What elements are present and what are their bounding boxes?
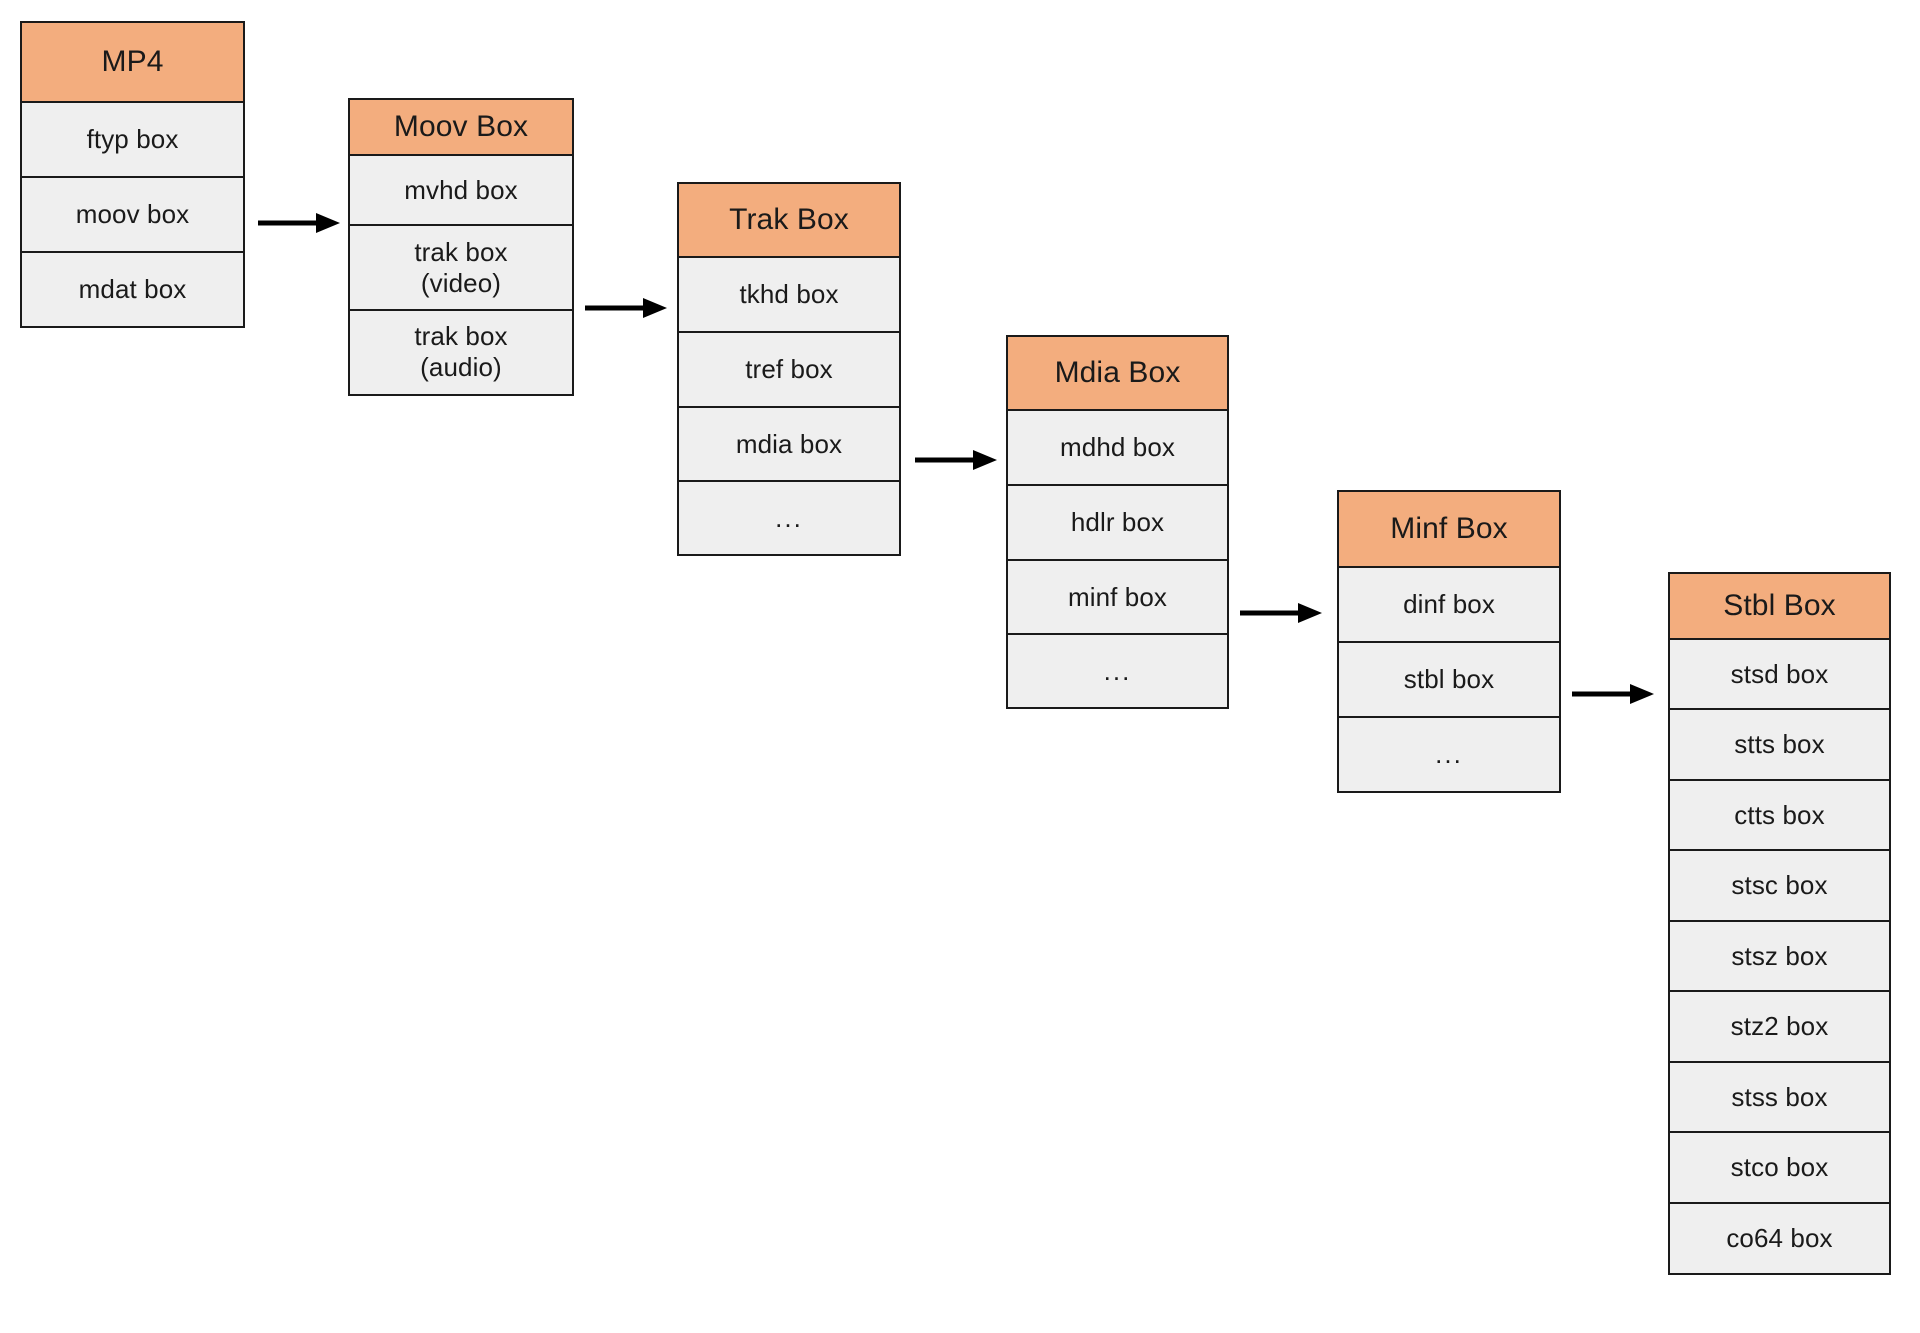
arrow-minf-to-stbl: [1572, 682, 1654, 706]
box-row: mdat box: [20, 250, 245, 328]
box-header-moov: Moov Box: [348, 98, 574, 156]
box-row: moov box: [20, 176, 245, 253]
box-row: stsd box: [1668, 637, 1891, 711]
box-row: stss box: [1668, 1060, 1891, 1134]
box-row: stz2 box: [1668, 990, 1891, 1063]
box-row: stsz box: [1668, 919, 1891, 993]
box-header-stbl: Stbl Box: [1668, 572, 1891, 640]
arrow-mp4-to-moov: [258, 211, 340, 235]
box-row: hdlr box: [1006, 484, 1229, 561]
box-row: co64 box: [1668, 1201, 1891, 1275]
box-row: mdia box: [677, 405, 901, 483]
box-row: mvhd box: [348, 153, 574, 227]
arrow-trak-to-mdia: [915, 448, 997, 472]
box-row: stsc box: [1668, 849, 1891, 922]
box-row: trak box (audio): [348, 308, 574, 396]
box-row: ftyp box: [20, 100, 245, 179]
box-group-stbl: Stbl Box stsd box stts box ctts box stsc…: [1668, 572, 1891, 1275]
box-row: trak box (video): [348, 224, 574, 311]
box-row: dinf box: [1337, 565, 1561, 644]
box-group-mdia: Mdia Box mdhd box hdlr box minf box ...: [1006, 335, 1229, 709]
box-row: minf box: [1006, 558, 1229, 636]
arrow-moov-to-trak: [585, 296, 667, 320]
box-group-moov: Moov Box mvhd box trak box (video) trak …: [348, 98, 574, 396]
box-row: ctts box: [1668, 778, 1891, 852]
arrow-mdia-to-minf: [1240, 601, 1322, 625]
box-row: ...: [1337, 715, 1561, 793]
box-row: ...: [1006, 633, 1229, 709]
box-header-minf: Minf Box: [1337, 490, 1561, 568]
box-row: ...: [677, 480, 901, 556]
box-group-minf: Minf Box dinf box stbl box ...: [1337, 490, 1561, 793]
box-row: stco box: [1668, 1131, 1891, 1204]
box-header-mp4: MP4: [20, 21, 245, 103]
box-row: mdhd box: [1006, 408, 1229, 487]
box-row: tkhd box: [677, 255, 901, 334]
box-group-trak: Trak Box tkhd box tref box mdia box ...: [677, 182, 901, 556]
box-row: stbl box: [1337, 641, 1561, 718]
box-header-mdia: Mdia Box: [1006, 335, 1229, 411]
box-header-trak: Trak Box: [677, 182, 901, 258]
box-row: tref box: [677, 331, 901, 408]
box-row: stts box: [1668, 708, 1891, 781]
box-group-mp4: MP4 ftyp box moov box mdat box: [20, 21, 245, 328]
